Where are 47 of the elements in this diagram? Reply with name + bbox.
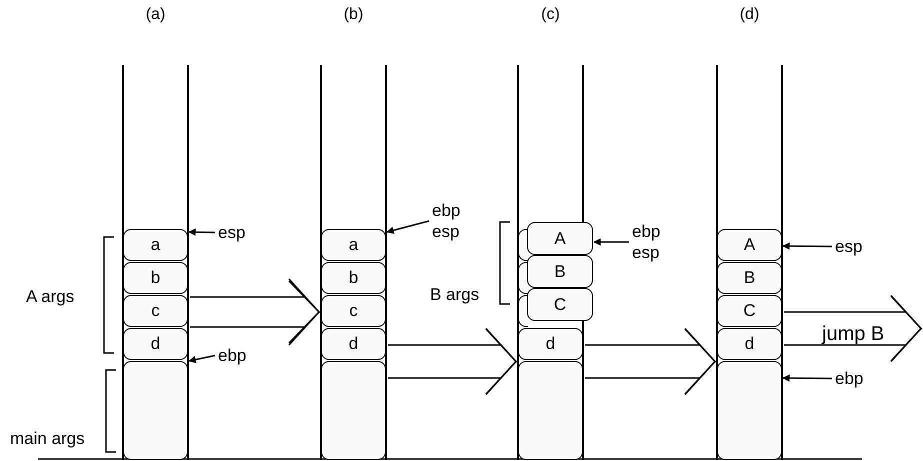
register-label: esp <box>218 222 246 243</box>
stack-slot: B <box>717 262 782 294</box>
stack-slot <box>518 295 528 327</box>
column-heading: (b) <box>342 6 364 24</box>
step-arrow <box>387 328 518 396</box>
stack-slot: B <box>527 255 593 288</box>
pointer-arrow <box>386 220 430 234</box>
stack-slot <box>123 361 188 460</box>
register-label: ebp <box>835 368 864 389</box>
pointer-arrow <box>782 374 832 382</box>
register-label: ebp <box>218 345 246 366</box>
column-heading: (c) <box>540 6 561 24</box>
stack-slot: A <box>527 222 593 255</box>
stack-slot: d <box>717 328 782 360</box>
bracket-label: B args <box>430 284 480 305</box>
bracket-label: main args <box>10 428 85 449</box>
stack-slot <box>518 229 528 261</box>
stack-slot: d <box>321 328 386 360</box>
register-label: esp <box>835 236 862 257</box>
stack-slot: A <box>717 229 782 261</box>
stack-slot <box>321 361 386 460</box>
pointer-arrow <box>188 228 216 236</box>
stack-slot: a <box>321 229 386 261</box>
stack-slot: b <box>321 262 386 294</box>
bracket-label: A args <box>26 286 74 307</box>
stack-slot <box>518 262 528 294</box>
step-arrow <box>189 278 321 346</box>
step-arrow <box>783 294 923 362</box>
stack-slot: d <box>518 328 583 360</box>
column-heading: (d) <box>738 6 760 24</box>
step-arrow <box>584 328 717 396</box>
register-label: ebp esp <box>632 221 668 263</box>
stack-slot: d <box>123 328 188 360</box>
stack-slot: C <box>717 295 782 327</box>
stack-slot: a <box>123 229 188 261</box>
stack-slot: C <box>527 288 593 321</box>
stack-slot: c <box>321 295 386 327</box>
register-label: ebp esp <box>432 200 468 242</box>
edge-label: jump B <box>822 324 884 345</box>
pointer-arrow <box>593 238 629 246</box>
stack-slot: b <box>123 262 188 294</box>
column-heading: (a) <box>144 6 166 24</box>
pointer-arrow <box>782 242 832 250</box>
stack-slot <box>518 361 583 460</box>
pointer-arrow <box>188 354 216 364</box>
stack-slot: c <box>123 295 188 327</box>
stack-slot <box>717 361 782 460</box>
